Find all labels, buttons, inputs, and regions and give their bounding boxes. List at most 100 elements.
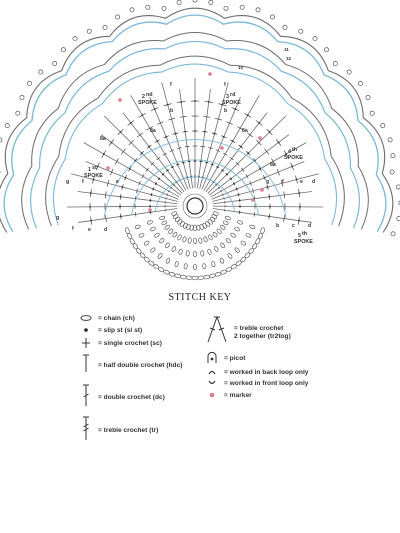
picot-mark: [86, 28, 92, 34]
stitch-column-line: [71, 173, 178, 202]
stitch-column-line: [67, 205, 178, 208]
chain-loop: [203, 274, 211, 280]
stitch-tick: [150, 161, 155, 166]
stitch-dot: [268, 131, 271, 133]
chain-icon: [78, 311, 96, 325]
chain-loop: [143, 256, 150, 263]
stitch-column-line: [207, 115, 287, 194]
chain-loop: [182, 236, 187, 243]
blue-round-ring: [131, 159, 259, 215]
stitch-dot: [150, 193, 153, 196]
stitch-tick: [201, 176, 205, 178]
marker-dot: [258, 136, 262, 140]
picot-mark: [390, 153, 396, 159]
stitch-tick: [165, 197, 167, 200]
picot-mark: [192, 0, 198, 3]
stitch-dot: [298, 192, 301, 194]
stitch-column-line: [83, 142, 180, 198]
stitch-dot: [239, 205, 241, 208]
key-label-front-loop: = worked in front loop only: [224, 379, 309, 387]
stitch-dot: [165, 135, 168, 138]
stitch-dot: [205, 161, 208, 164]
stitch-dot: [129, 122, 132, 124]
chain-loop: [174, 273, 181, 279]
back-loop-icon: [204, 365, 222, 379]
stitch-dot: [152, 188, 155, 190]
chain-loop: [227, 253, 233, 259]
stitch-column-line: [179, 88, 194, 189]
chain-loop: [205, 221, 210, 227]
chain-loop: [185, 250, 190, 257]
stitch-tick: [222, 152, 228, 156]
stitch-dot: [295, 178, 298, 181]
stitch-dot: [155, 182, 157, 185]
picot-mark: [312, 36, 318, 42]
chain-loop: [174, 261, 179, 268]
stitch-dot: [258, 122, 261, 124]
stitch-dot: [174, 132, 177, 135]
stitch-letter-label: e: [300, 179, 303, 185]
key-label-half-double-crochet: = half double crochet (hdc): [98, 361, 183, 369]
spoke-ordinal-label: th: [302, 231, 307, 237]
stitch-dot: [149, 199, 152, 202]
chain-loop: [139, 252, 146, 259]
stitch-letter-label: g: [66, 179, 69, 185]
stitch-column-line: [122, 112, 185, 193]
picot-mark: [332, 61, 338, 66]
stitch-tick: [208, 147, 213, 150]
stitch-tick: [200, 145, 206, 148]
chain-loop: [146, 220, 153, 225]
stitch-dot: [213, 132, 216, 135]
picot-mark: [0, 137, 3, 143]
chain-loop: [193, 250, 197, 258]
stitch-tick: [134, 212, 137, 217]
stitch-dot: [140, 152, 143, 155]
stitch-dot: [89, 192, 92, 194]
marker-dot: [106, 166, 110, 170]
stitch-tick: [276, 168, 280, 176]
key-label-tr2tog-line1: = treble crochet: [234, 325, 284, 332]
stitch-tick: [157, 121, 164, 125]
key-item-single-crochet: = single crochet (sc): [78, 336, 162, 350]
chain-loop: [148, 260, 155, 266]
stitch-dot: [268, 195, 271, 198]
key-item-chain: = chain (ch): [78, 311, 135, 325]
stitch-dot: [194, 100, 196, 102]
chain-loop: [222, 220, 229, 226]
chain-loop: [165, 242, 170, 249]
chain-loop: [193, 237, 197, 245]
chain-loop: [216, 228, 222, 234]
stitch-tick: [256, 139, 262, 146]
stitch-tick: [271, 158, 276, 165]
spoke-number-label: 3: [226, 94, 229, 100]
key-label-tr2tog-line2: 2 together (tr2tog): [234, 333, 291, 340]
round-number-label: 12: [286, 56, 292, 61]
chain-loop: [225, 238, 231, 244]
stitch-letter-label: d: [308, 223, 311, 229]
picot-mark: [269, 14, 275, 20]
chain-loop: [234, 247, 240, 253]
stitch-dot: [203, 130, 206, 133]
stitch-tick: [237, 126, 244, 131]
stitch-tick: [137, 132, 143, 138]
stitch-column-line: [212, 173, 319, 202]
stitch-dot: [246, 114, 249, 117]
stitch-tick: [235, 161, 240, 166]
marker-dot: [220, 146, 224, 150]
chain-loop: [193, 263, 197, 271]
stitch-tick: [223, 197, 225, 200]
stitch-letter-label: g: [56, 215, 59, 221]
stitch-tick: [166, 193, 168, 196]
stitch-dot: [184, 130, 187, 133]
stitch-tick: [283, 215, 285, 222]
stitch-tick: [249, 181, 252, 186]
stitch-tick: [156, 156, 161, 161]
stitch-dot: [211, 163, 214, 166]
key-item-slip-stitch: = slip st (sl st): [78, 323, 142, 337]
stitch-dot: [237, 193, 240, 196]
chain-loop: [150, 226, 156, 232]
stitch-tick: [247, 132, 253, 138]
stitch-dot: [124, 176, 127, 179]
half-double-crochet-icon: [78, 354, 96, 372]
marker-dot: [148, 208, 152, 212]
